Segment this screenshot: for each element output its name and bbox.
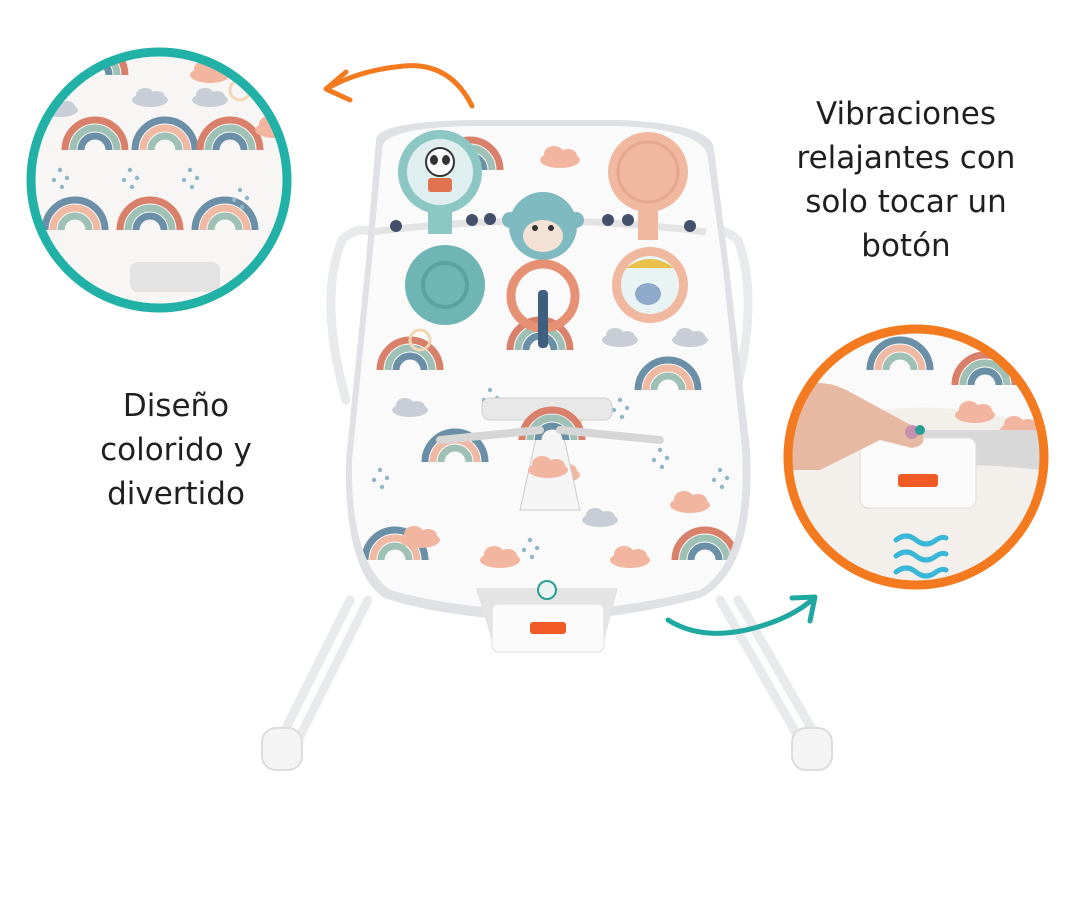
caption-design-line-3: divertido <box>107 476 245 512</box>
bouncer-frame <box>275 225 823 745</box>
toy-bar <box>371 130 707 348</box>
caption-vibration-line-3: solo tocar un <box>805 184 1007 220</box>
detail-circle-border-teal <box>26 47 292 313</box>
detail-circle-button <box>783 324 1049 590</box>
detail-circle-border-orange <box>783 324 1049 590</box>
detail-circle-pattern <box>26 47 292 313</box>
caption-vibration-line-4: botón <box>861 228 951 264</box>
caption-design: Diseño colorido y divertido <box>78 384 274 516</box>
caption-design-line-2: colorido y <box>100 432 252 468</box>
power-button-icon[interactable] <box>537 580 557 600</box>
arrow-curved-left-icon <box>323 63 475 109</box>
caption-vibration-line-1: Vibraciones <box>815 96 997 132</box>
caption-vibration: Vibraciones relajantes con solo tocar un… <box>776 92 1036 268</box>
vibration-unit <box>476 588 618 653</box>
arrow-curved-right-icon <box>665 594 818 636</box>
caption-vibration-line-2: relajantes con <box>796 140 1016 176</box>
vibration-waves-icon <box>893 533 949 579</box>
caption-design-line-1: Diseño <box>122 388 230 424</box>
bouncer-seat <box>345 120 751 620</box>
